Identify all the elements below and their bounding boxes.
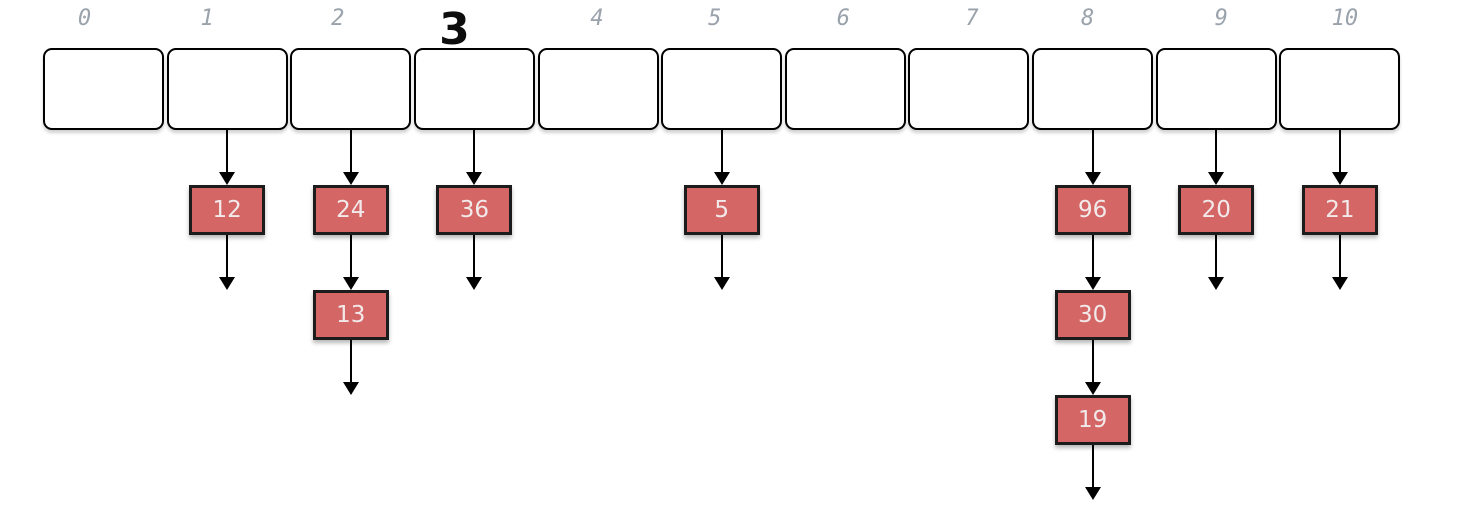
arrow-line bbox=[1215, 130, 1218, 174]
chain-node: 24 bbox=[312, 185, 389, 235]
arrow-head-icon bbox=[1084, 277, 1101, 290]
null-arrow bbox=[1208, 235, 1225, 290]
bucket-column: 6 bbox=[784, 0, 906, 527]
arrow-head-icon bbox=[342, 277, 359, 290]
chain-node: 30 bbox=[1054, 290, 1131, 340]
arrow-head-icon bbox=[342, 382, 359, 395]
null-arrow bbox=[466, 235, 483, 290]
bucket-column: 3 36 bbox=[413, 0, 535, 527]
bucket-box bbox=[537, 48, 659, 130]
bucket-box bbox=[784, 48, 906, 130]
bucket-box bbox=[1155, 48, 1277, 130]
arrow-line bbox=[1091, 340, 1094, 384]
arrow-head-icon bbox=[713, 172, 730, 185]
arrow-down bbox=[713, 130, 730, 185]
bucket-index-label: 8 bbox=[1080, 6, 1095, 31]
arrow-line bbox=[473, 235, 476, 279]
chain-node: 96 bbox=[1054, 185, 1131, 235]
bucket-index-label: 1 bbox=[200, 6, 214, 31]
bucket-index-label: 10 bbox=[1331, 6, 1359, 31]
bucket-box bbox=[43, 48, 164, 130]
bucket-column: 2 24 13 bbox=[290, 0, 412, 527]
bucket-index-label-highlighted: 3 bbox=[439, 4, 470, 55]
bucket-index-label: 0 bbox=[77, 6, 92, 31]
arrow-line bbox=[226, 235, 229, 279]
arrow-line bbox=[226, 130, 229, 174]
bucket-column: 8 96 30 19 bbox=[1032, 0, 1154, 527]
bucket-index-label: 4 bbox=[590, 6, 604, 31]
arrow-head-icon bbox=[466, 277, 483, 290]
arrow-head-icon bbox=[1084, 487, 1101, 500]
arrow-head-icon bbox=[466, 172, 483, 185]
bucket-index-label: 9 bbox=[1214, 6, 1228, 31]
arrow-line bbox=[1091, 130, 1094, 174]
null-arrow bbox=[1331, 235, 1348, 290]
arrow-down bbox=[219, 130, 236, 185]
chain-node: 12 bbox=[189, 185, 266, 235]
bucket-box bbox=[166, 48, 288, 130]
chain-node: 20 bbox=[1178, 185, 1255, 235]
bucket-column: 4 bbox=[537, 0, 659, 527]
bucket-column: 1 12 bbox=[166, 0, 288, 527]
bucket-column: 10 21 bbox=[1279, 0, 1401, 527]
arrow-line bbox=[349, 235, 352, 279]
bucket-column: 7 bbox=[908, 0, 1030, 527]
bucket-box bbox=[661, 48, 783, 130]
arrow-line bbox=[1338, 130, 1341, 174]
arrow-down bbox=[342, 235, 359, 290]
bucket-index-label: 5 bbox=[708, 6, 722, 31]
bucket-column: 5 5 bbox=[661, 0, 783, 527]
arrow-head-icon bbox=[1208, 277, 1225, 290]
arrow-line bbox=[720, 130, 723, 174]
arrow-down bbox=[342, 130, 359, 185]
arrow-head-icon bbox=[713, 277, 730, 290]
bucket-column: 9 20 bbox=[1155, 0, 1277, 527]
arrow-down bbox=[1084, 235, 1101, 290]
arrow-line bbox=[349, 130, 352, 174]
arrow-head-icon bbox=[342, 172, 359, 185]
arrow-head-icon bbox=[219, 277, 236, 290]
arrow-down bbox=[1084, 130, 1101, 185]
null-arrow bbox=[713, 235, 730, 290]
bucket-box bbox=[290, 48, 412, 130]
bucket-box bbox=[413, 48, 535, 130]
bucket-index-label: 6 bbox=[836, 6, 850, 31]
arrow-down bbox=[1208, 130, 1225, 185]
arrow-head-icon bbox=[1331, 172, 1348, 185]
bucket-column: 0 bbox=[43, 0, 164, 527]
arrow-down bbox=[466, 130, 483, 185]
chain-node: 36 bbox=[436, 185, 513, 235]
chain-node: 5 bbox=[683, 185, 760, 235]
arrow-line bbox=[1338, 235, 1341, 279]
arrow-head-icon bbox=[1208, 172, 1225, 185]
arrow-down bbox=[1331, 130, 1348, 185]
arrow-line bbox=[1091, 445, 1094, 489]
null-arrow bbox=[219, 235, 236, 290]
arrow-line bbox=[473, 130, 476, 174]
bucket-box bbox=[1032, 48, 1154, 130]
bucket-box bbox=[908, 48, 1030, 130]
arrow-line bbox=[349, 340, 352, 384]
arrow-down bbox=[1084, 340, 1101, 395]
arrow-line bbox=[720, 235, 723, 279]
arrow-head-icon bbox=[1084, 382, 1101, 395]
arrow-head-icon bbox=[1084, 172, 1101, 185]
null-arrow bbox=[1084, 445, 1101, 500]
arrow-line bbox=[1215, 235, 1218, 279]
chain-node: 13 bbox=[312, 290, 389, 340]
chain-node: 19 bbox=[1054, 395, 1131, 445]
arrow-line bbox=[1091, 235, 1094, 279]
arrow-head-icon bbox=[1331, 277, 1348, 290]
bucket-index-label: 2 bbox=[331, 6, 345, 31]
chain-node: 21 bbox=[1301, 185, 1378, 235]
arrow-head-icon bbox=[219, 172, 236, 185]
bucket-index-label: 7 bbox=[965, 6, 979, 31]
null-arrow bbox=[342, 340, 359, 395]
bucket-box bbox=[1279, 48, 1401, 130]
